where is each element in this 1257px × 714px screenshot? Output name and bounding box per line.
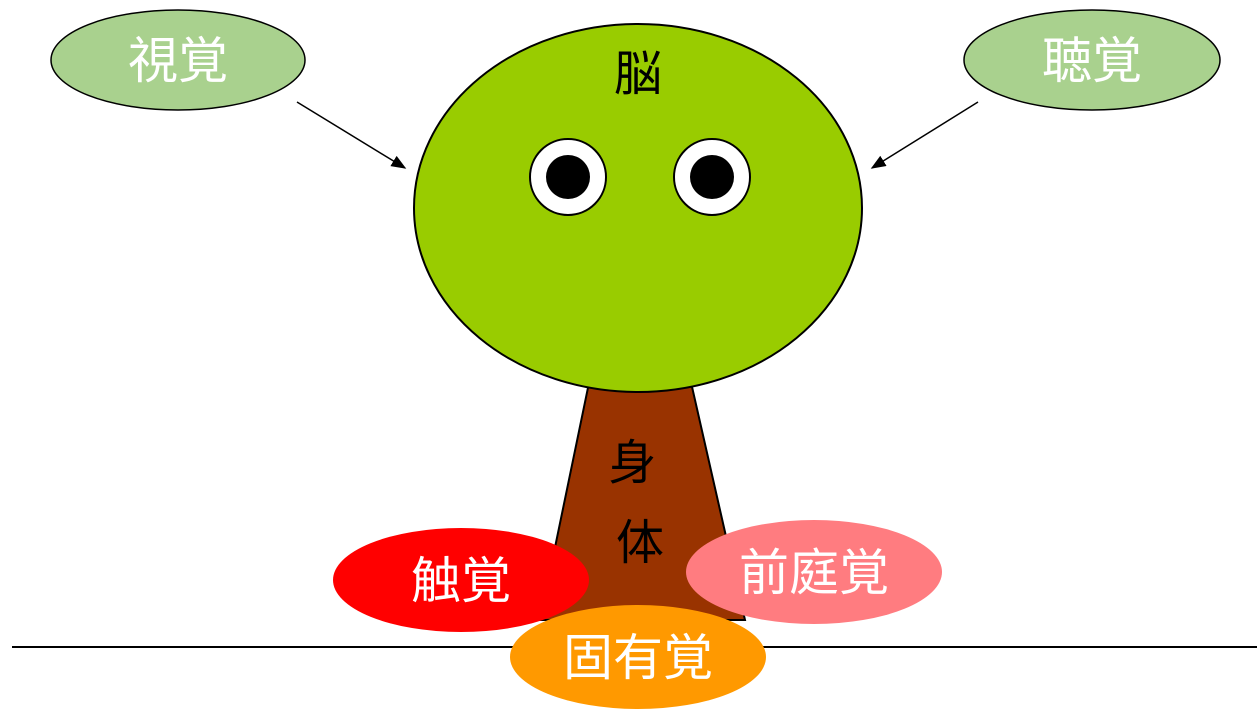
vestibular-label: 前庭覚: [739, 544, 889, 602]
touch-bubble: [333, 528, 589, 632]
hearing-label: 聴覚: [1042, 32, 1142, 90]
body-label-char-2: 体: [616, 515, 664, 571]
vision-label: 視覚: [128, 32, 228, 90]
right-eye-pupil: [690, 155, 734, 199]
body-label-char-1: 身: [608, 435, 656, 491]
touch-label: 触覚: [411, 552, 511, 610]
vision-bubble: [50, 9, 306, 111]
hearing-arrow: [870, 101, 979, 169]
proprioception-bubble: [510, 605, 766, 709]
vestibular-bubble: [686, 520, 942, 624]
brain-label: 脳: [614, 46, 662, 102]
left-eye: [529, 138, 607, 216]
body-label: 身 体: [608, 435, 671, 571]
vision-arrow: [296, 101, 407, 169]
proprioception-label: 固有覚: [563, 629, 713, 687]
left-eye-pupil: [546, 155, 590, 199]
right-eye: [673, 138, 751, 216]
hearing-bubble: [963, 9, 1221, 111]
brain-circle: [413, 23, 863, 393]
